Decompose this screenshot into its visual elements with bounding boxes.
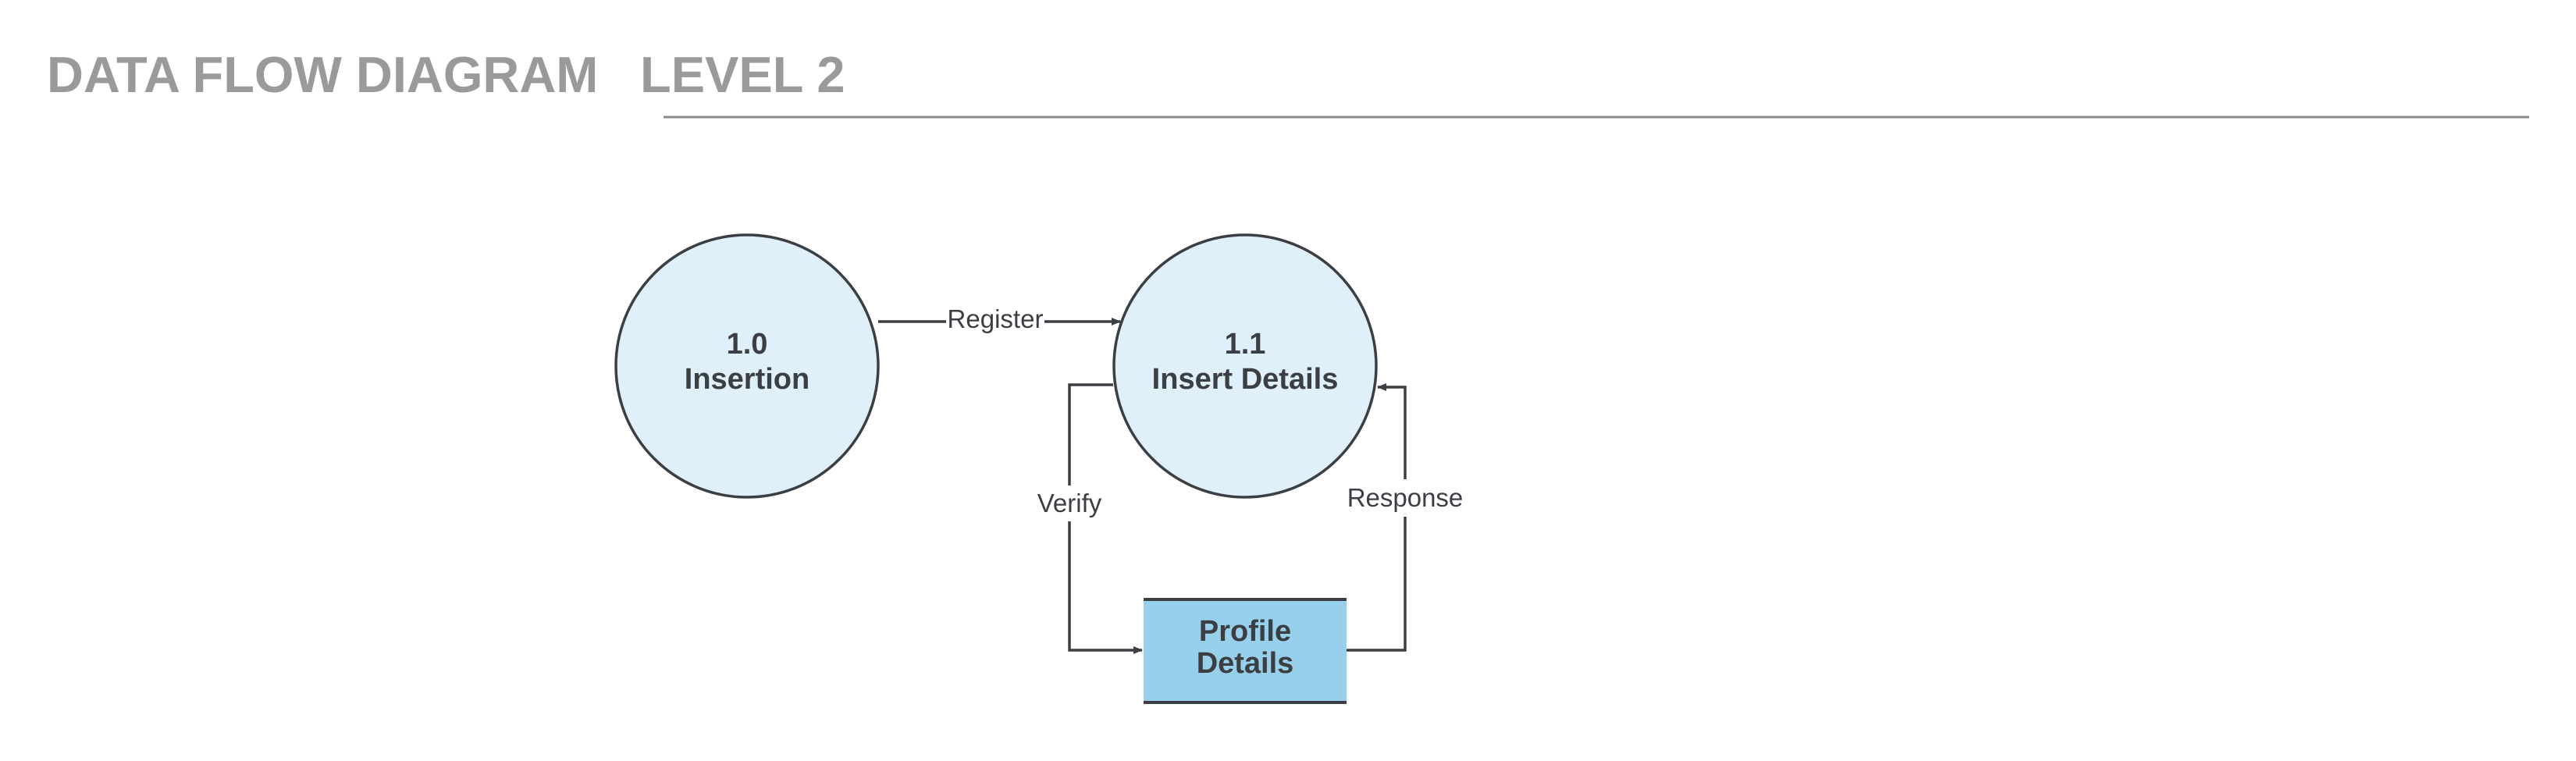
process-insert-details-id: 1.1 xyxy=(1225,328,1266,361)
flow-verify-label: Verify xyxy=(1037,489,1102,517)
process-insert-details: 1.1 Insert Details xyxy=(1112,233,1378,499)
process-insertion: 1.0 Insertion xyxy=(614,233,880,499)
data-store-box xyxy=(1144,599,1347,702)
flow-register-label: Register xyxy=(948,304,1044,333)
page-title: DATA FLOW DIAGRAM xyxy=(47,46,598,103)
data-store-profile-details: Profile Details xyxy=(1144,598,1347,704)
data-store-label-line1: Profile xyxy=(1199,615,1291,648)
process-insert-details-name: Insert Details xyxy=(1152,363,1339,396)
process-insertion-circle xyxy=(614,233,880,499)
page-subtitle: LEVEL 2 xyxy=(640,46,845,103)
process-insert-details-circle xyxy=(1112,233,1378,499)
flow-response-arrow xyxy=(1377,383,1407,479)
flow-verify-line xyxy=(1068,383,1113,485)
data-store-label-line2: Details xyxy=(1197,647,1294,680)
flow-response-label: Response xyxy=(1347,483,1464,512)
flow-verify-arrow xyxy=(1068,521,1143,654)
process-insertion-name: Insertion xyxy=(685,363,809,396)
flow-response-line xyxy=(1347,517,1407,652)
process-insertion-id: 1.0 xyxy=(727,328,768,361)
